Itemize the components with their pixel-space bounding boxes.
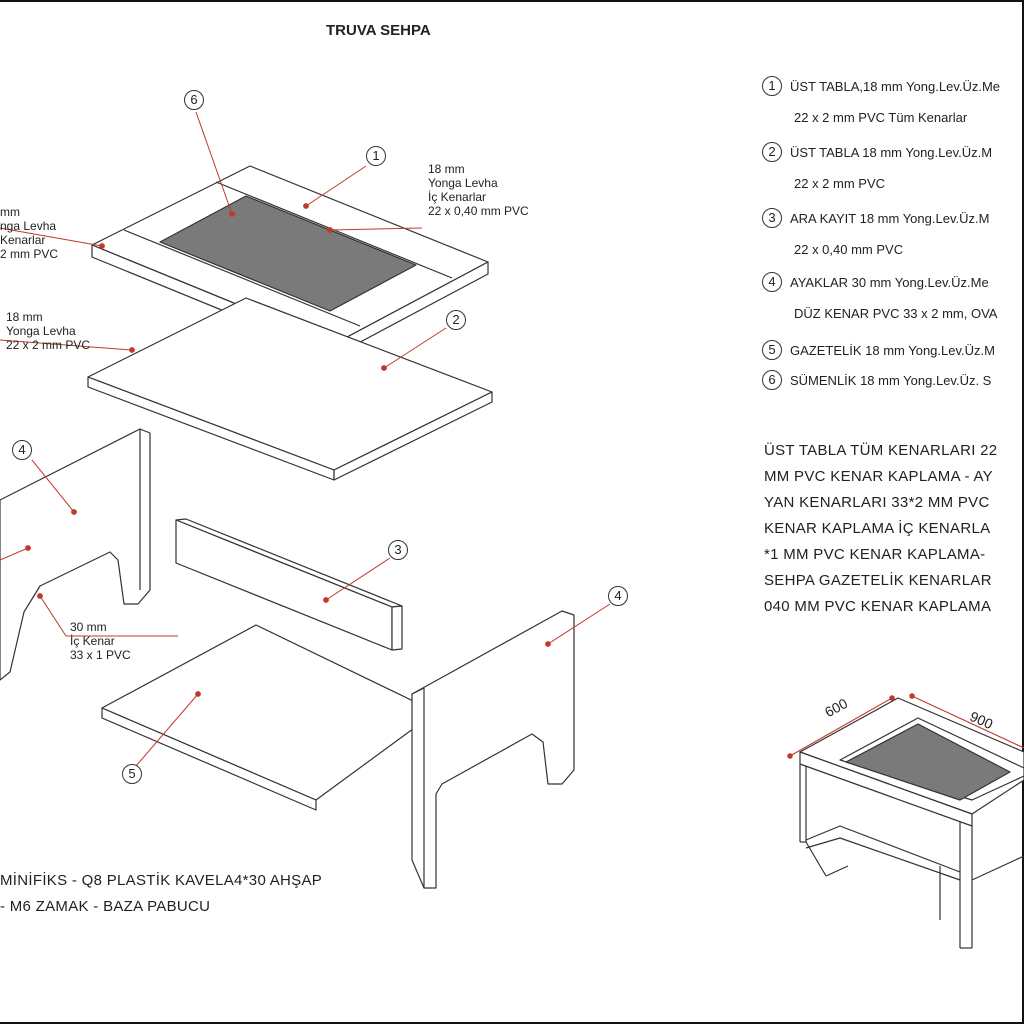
legend-num: 6 (762, 370, 782, 390)
part-4-right-leg (411, 610, 575, 889)
legend-item: AYAKLAR 30 mm Yong.Lev.Üz.Me (790, 275, 989, 290)
note-line: KENAR KAPLAMA İÇ KENARLA (764, 520, 991, 537)
legend-item: ÜST TABLA 18 mm Yong.Lev.Üz.M (790, 145, 993, 160)
callout-1: 1 (366, 146, 386, 166)
callout-4-right: 4 (608, 586, 628, 606)
legend-item: ARA KAYIT 18 mm Yong.Lev.Üz.M (790, 211, 990, 226)
dimension-lines (787, 693, 1024, 759)
part-2-lower-panel (87, 297, 493, 481)
label-top-left: mm nga Levha Kenarlar 2 mm PVC (0, 205, 59, 261)
legend-item: SÜMENLİK 18 mm Yong.Lev.Üz. S (790, 373, 992, 388)
callout-4-left: 4 (12, 440, 32, 460)
legend-num: 5 (762, 340, 782, 360)
label-leg-note: 30 mm İç Kenar 33 x 1 PVC (70, 620, 131, 662)
part-6-center-panel (159, 195, 417, 312)
part-4-left-leg (0, 428, 151, 681)
callout-5: 5 (122, 764, 142, 784)
part-5-shelf (101, 624, 437, 811)
note-line: YAN KENARLARI 33*2 MM PVC (764, 494, 990, 511)
legend-subitem: 22 x 2 mm PVC (794, 176, 886, 191)
callout-2: 2 (446, 310, 466, 330)
label-mid-left: 18 mm Yonga Levha 22 x 2 mm PVC (6, 310, 91, 352)
legend-num: 3 (762, 208, 782, 228)
note-line: MM PVC KENAR KAPLAMA - AY (764, 468, 993, 485)
callout-3: 3 (388, 540, 408, 560)
note-line: SEHPA GAZETELİK KENARLAR (764, 572, 992, 589)
legend-item: ÜST TABLA,18 mm Yong.Lev.Üz.Me (790, 79, 1001, 94)
drawing-title: TRUVA SEHPA (326, 22, 431, 39)
legend-num: 4 (762, 272, 782, 292)
note-line: 040 MM PVC KENAR KAPLAMA (764, 598, 992, 615)
assembled-table-preview (799, 697, 1024, 949)
legend-subitem: 22 x 0,40 mm PVC (794, 242, 904, 257)
hardware-line: - M6 ZAMAK - BAZA PABUCU (0, 898, 211, 915)
legend-subitem: 22 x 2 mm PVC Tüm Kenarlar (794, 110, 968, 125)
legend-subitem: DÜZ KENAR PVC 33 x 2 mm, OVA (794, 306, 998, 321)
note-line: ÜST TABLA TÜM KENARLARI 22 (764, 442, 998, 459)
part-3-rail (175, 518, 403, 651)
label-top-right: 18 mm Yonga Levha İç Kenarlar 22 x 0,40 … (428, 162, 529, 218)
legend-item: GAZETELİK 18 mm Yong.Lev.Üz.M (790, 343, 995, 358)
legend-num: 2 (762, 142, 782, 162)
legend-num: 1 (762, 76, 782, 96)
hardware-line: MİNİFİKS - Q8 PLASTİK KAVELA4*30 AHŞAP (0, 872, 323, 889)
callout-6: 6 (184, 90, 204, 110)
leader-lines (0, 111, 611, 767)
note-line: *1 MM PVC KENAR KAPLAMA- (764, 546, 986, 563)
